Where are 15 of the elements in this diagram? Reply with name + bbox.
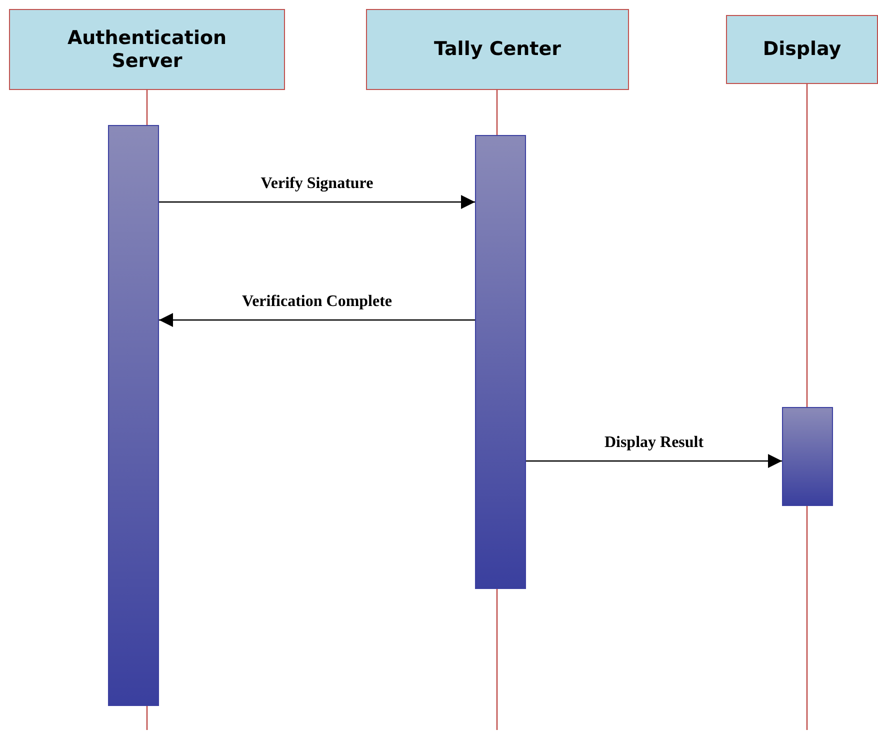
message-arrow xyxy=(159,313,475,327)
participant-name: Authentication Server xyxy=(66,26,228,72)
participant-box xyxy=(9,9,285,90)
activation-bar xyxy=(475,135,526,589)
activation-bar xyxy=(782,407,833,506)
participant-box xyxy=(366,9,629,90)
message-arrow xyxy=(526,454,782,468)
lifeline xyxy=(146,90,148,125)
lifeline xyxy=(806,84,808,407)
activation-bar xyxy=(108,125,159,706)
participant-name: Display xyxy=(762,38,842,61)
participant-name: Tally Center xyxy=(434,38,562,61)
lifeline xyxy=(496,90,498,135)
message-arrow xyxy=(159,195,475,209)
participant-box xyxy=(726,15,878,84)
